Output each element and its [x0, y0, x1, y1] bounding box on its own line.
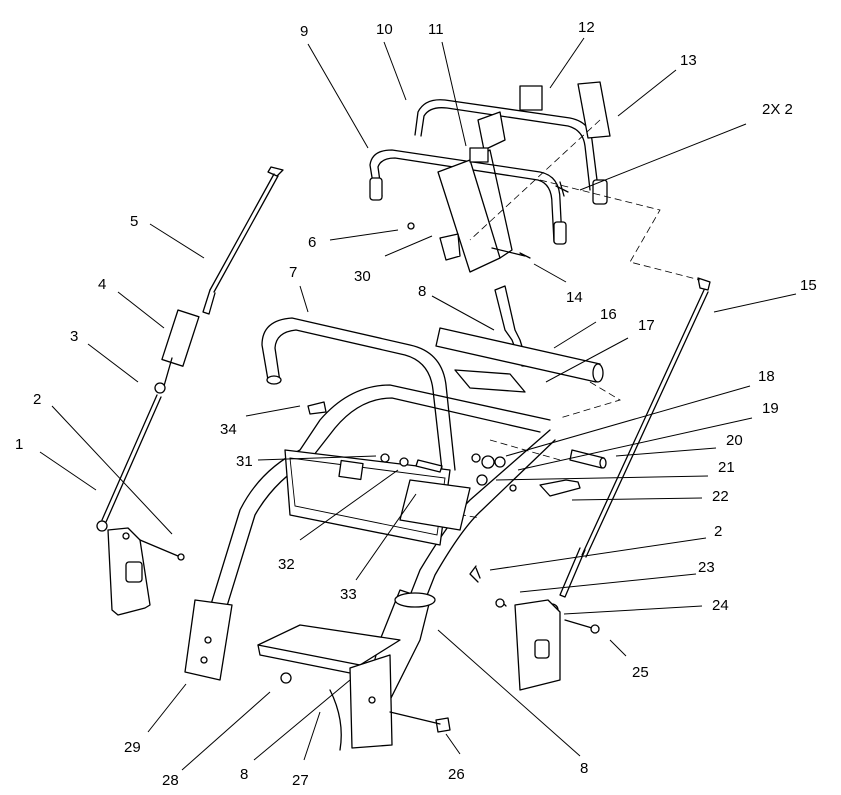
pin-6 [407, 222, 415, 230]
callout-10: 10 [376, 21, 393, 38]
callout-31: 31 [236, 453, 253, 470]
callout-13: 13 [680, 52, 697, 69]
callout-32: 32 [278, 556, 295, 573]
callout-28: 28 [162, 772, 179, 789]
callout-2: 2 [33, 391, 41, 408]
callout-22: 22 [712, 488, 729, 505]
callout-18: 18 [758, 368, 775, 385]
decal-34 [307, 401, 327, 415]
upper-handle-bars [369, 99, 608, 245]
callout-26: 26 [448, 766, 465, 783]
handle-7 [261, 317, 456, 471]
callout-24: 24 [712, 597, 729, 614]
callout-9: 9 [300, 23, 308, 40]
callout-34: 34 [220, 421, 237, 438]
hardware-cluster [380, 449, 607, 497]
latch-30 [439, 233, 461, 261]
leader-lines [39, 37, 797, 771]
callout-20: 20 [726, 432, 743, 449]
callout-14: 14 [566, 289, 583, 306]
callout-17: 17 [638, 317, 655, 334]
right-control-cable [469, 277, 711, 691]
callout-3: 3 [70, 328, 78, 345]
callout-15: 15 [800, 277, 817, 294]
left-control-cable [96, 166, 284, 532]
callout-labels: 1 2 3 4 5 6 7 8 9 10 11 12 13 2X 2 14 15… [15, 19, 817, 789]
decal-12 [519, 85, 543, 111]
callout-8-right: 8 [580, 760, 588, 777]
plate-17 [454, 369, 526, 393]
callout-33: 33 [340, 586, 357, 603]
callout-7: 7 [289, 264, 297, 281]
callout-21: 21 [718, 459, 735, 476]
callout-11: 11 [428, 21, 444, 38]
bolt-26 [435, 717, 451, 733]
callout-1: 1 [15, 436, 23, 453]
left-bracket [107, 527, 185, 616]
bolt-14 [491, 247, 531, 259]
fastener-2x2 [555, 181, 569, 197]
tube-16 [435, 327, 604, 383]
callout-5: 5 [130, 213, 138, 230]
callout-2-right: 2 [714, 523, 722, 540]
callout-27: 27 [292, 772, 309, 789]
callout-6: 6 [308, 234, 316, 251]
callout-8-upper: 8 [418, 283, 426, 300]
lower-right-assembly [257, 589, 436, 751]
callout-8-bottom: 8 [240, 766, 248, 783]
center-control-bracket [437, 111, 513, 273]
callout-19: 19 [762, 400, 779, 417]
callout-23: 23 [698, 559, 715, 576]
callout-16: 16 [600, 306, 617, 323]
callout-25: 25 [632, 664, 649, 681]
callout-29: 29 [124, 739, 141, 756]
callout-4: 4 [98, 276, 106, 293]
callout-2x2: 2X 2 [762, 101, 793, 118]
callout-30: 30 [354, 268, 371, 285]
callout-12: 12 [578, 19, 595, 36]
decal-13 [577, 81, 611, 139]
nut-28 [280, 672, 292, 684]
